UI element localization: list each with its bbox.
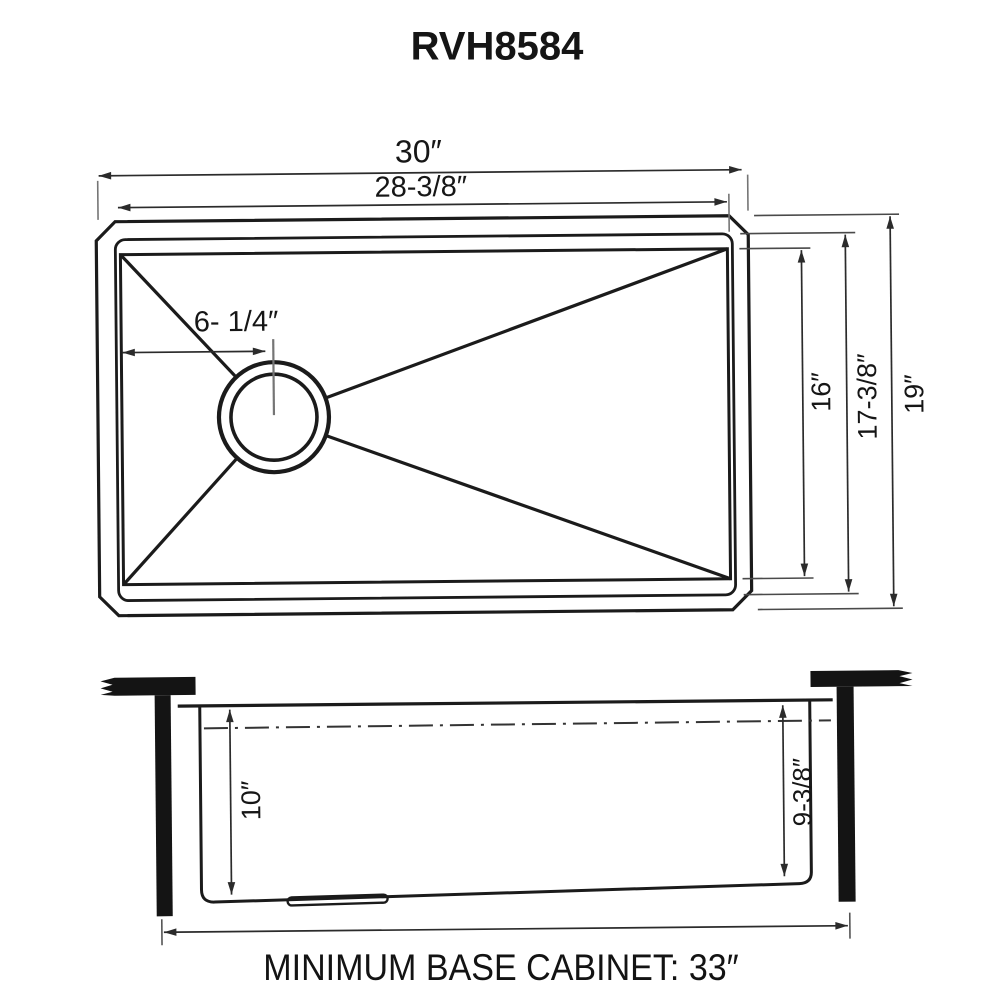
extension-lines-right xyxy=(739,213,903,611)
ext-16-bottom xyxy=(742,577,814,580)
extension-lines-bottom xyxy=(160,912,851,946)
dim-label-height-right: 9-3/8″ xyxy=(786,757,818,827)
dim-line-base-cabinet xyxy=(163,922,848,936)
dim-label-bowl-width: 28-3/8″ xyxy=(374,170,468,204)
ext-drain-centerline xyxy=(272,339,276,416)
sink-inner-rim-outline xyxy=(113,232,737,602)
side-view-dimensions xyxy=(160,705,851,946)
page-title: RVH8584 xyxy=(410,24,584,69)
groove-top-right xyxy=(273,247,728,419)
ext-17-bottom xyxy=(743,592,859,596)
groove-bottom-right xyxy=(273,415,732,581)
dim-label-bowl-depth: 16″ xyxy=(806,371,837,412)
dim-label-height-left: 10″ xyxy=(235,780,267,821)
drain-grooves xyxy=(119,247,732,586)
waterline-dashdot xyxy=(203,719,831,730)
dim-line-bowl-depth-16 xyxy=(797,250,809,577)
cabinet-wall-left xyxy=(154,695,173,917)
dim-line-drain-offset xyxy=(122,347,266,357)
top-view xyxy=(94,214,754,618)
dim-label-overall-width: 30″ xyxy=(394,133,443,170)
dim-line-depth-left-10 xyxy=(226,709,236,895)
bowl-outline xyxy=(118,247,733,587)
cabinet-wall-right xyxy=(836,686,856,902)
extension-lines-top xyxy=(96,174,749,416)
minimum-base-cabinet-note: MINIMUM BASE CABINET: 33″ xyxy=(263,947,739,988)
countertop-right xyxy=(810,670,913,688)
sink-outer-rim-outline xyxy=(94,214,754,618)
dim-line-overall-depth-19 xyxy=(886,216,898,607)
dim-line-bowl-width-28 xyxy=(117,198,727,212)
dimension-lines-top xyxy=(98,165,898,607)
dim-line-depth-right-9 xyxy=(779,705,789,877)
sink-bowl-profile xyxy=(198,700,813,904)
sink-rim-line xyxy=(177,698,833,708)
ext-17-top xyxy=(740,231,856,235)
ext-16-top xyxy=(739,247,811,250)
dim-label-drain-offset: 6- 1/4″ xyxy=(193,305,279,339)
countertop-left xyxy=(100,676,196,696)
dim-line-overall-width-30 xyxy=(98,165,742,180)
dim-label-overall-depth: 19″ xyxy=(899,374,930,414)
ext-19-top xyxy=(754,213,900,217)
side-view xyxy=(100,670,913,917)
top-view-dimensions xyxy=(96,165,903,611)
ext-19-bottom xyxy=(757,607,903,611)
dim-label-rim-depth: 17-3/8″ xyxy=(851,353,883,440)
dim-line-rim-depth-17 xyxy=(841,234,853,592)
